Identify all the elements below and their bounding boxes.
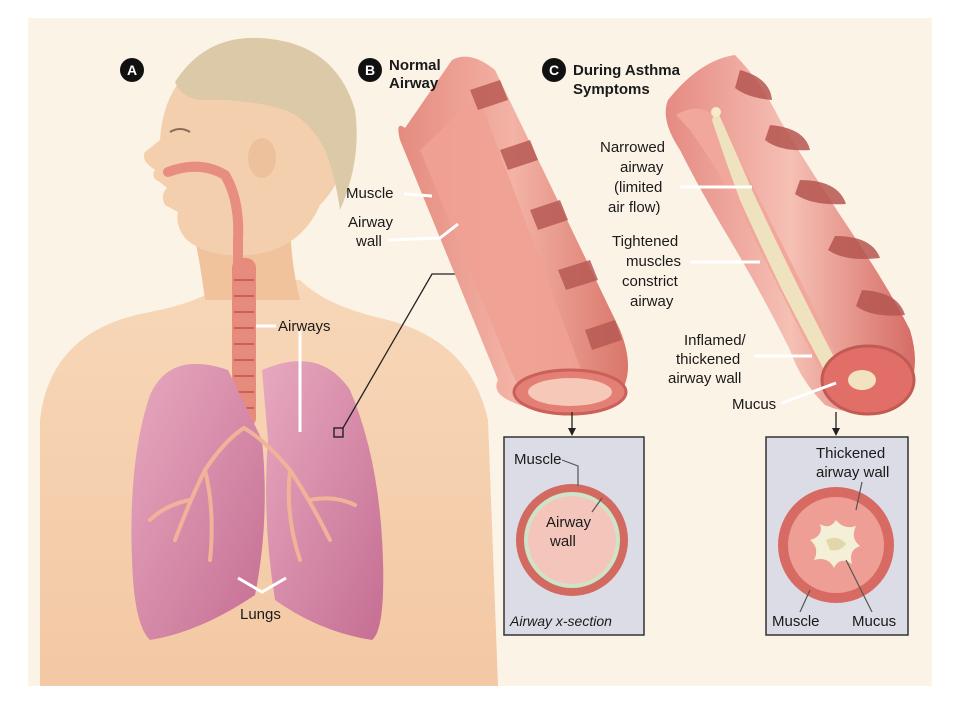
label-narrowed-1: Narrowed [600, 139, 665, 156]
zoom-pointer-line [342, 273, 462, 429]
badge-a-text: A [127, 62, 137, 78]
normal-airway [398, 56, 628, 416]
badge-a: A [120, 58, 144, 82]
asthma-airway [665, 55, 916, 416]
mucus-leader [781, 381, 837, 405]
label-tightened-2: muscles [626, 253, 681, 270]
label-narrowed-3: (limited [614, 179, 662, 196]
normal-down-arrow [568, 428, 576, 436]
xs-asthma-muscle: Muscle [772, 613, 820, 630]
label-inflamed-1: Inflamed/ [684, 332, 747, 349]
asthma-mucus-drop [711, 107, 721, 117]
asthma-mucus-streak [712, 108, 844, 390]
badge-c-text: C [549, 62, 559, 78]
label-airways: Airways [278, 318, 331, 335]
xs-asthma-muscle-leader [799, 589, 811, 613]
normal-xsection-inset [503, 436, 645, 636]
xs-normal-caption: Airway x-section [509, 613, 612, 629]
label-tightened-1: Tightened [612, 233, 678, 250]
label-lungs: Lungs [240, 606, 281, 623]
label-inflamed-3: airway wall [668, 370, 741, 387]
title-c-line1: During Asthma [573, 62, 681, 79]
label-inflamed-2: thickened [676, 351, 740, 368]
xs-normal-wall-1: Airway [546, 514, 592, 531]
human-figure [40, 37, 498, 686]
eye [169, 128, 191, 133]
asthma-down-arrow [832, 428, 840, 436]
xs-asthma-thick-leader [855, 481, 863, 511]
xs-asthma-mucus: Mucus [852, 613, 896, 630]
zoom-marker [333, 427, 344, 438]
asthma-xsection-mucus [826, 537, 846, 551]
normal-airway-end-lumen [528, 378, 612, 406]
xs-normal-muscle: Muscle [514, 451, 562, 468]
xs-normal-wall-leader [591, 497, 603, 513]
left-lung [131, 363, 265, 640]
right-lung [262, 361, 384, 640]
normal-airway-lumen [420, 95, 585, 388]
asthma-xsection-inset [765, 436, 909, 636]
xs-normal-wall-2: wall [549, 533, 576, 550]
ear [248, 138, 276, 178]
lungs-leader [237, 576, 287, 594]
xs-asthma-thick-2: airway wall [816, 464, 889, 481]
airway-wall-b-leader [387, 222, 459, 242]
muscle-b-leader [403, 192, 433, 198]
label-tightened-4: airway [630, 293, 674, 310]
title-b-line2: Airway [389, 75, 439, 92]
xs-asthma-thick-1: Thickened [816, 445, 885, 462]
label-tightened-3: constrict [622, 273, 679, 290]
badge-b-text: B [365, 62, 375, 78]
badge-c: C [542, 58, 566, 82]
label-airway-wall-b1: Airway [348, 214, 394, 231]
label-muscle-b: Muscle [346, 185, 394, 202]
badge-b: B [358, 58, 382, 82]
xs-asthma-mucus-leader [845, 559, 873, 613]
xs-normal-muscle-leader [561, 459, 579, 486]
title-b-line1: Normal [389, 57, 441, 74]
title-c-line2: Symptoms [573, 81, 650, 98]
label-airway-wall-b2: wall [355, 233, 382, 250]
asthma-airway-end-lumen [848, 370, 876, 390]
asthma-muscle-folds [735, 70, 905, 316]
label-mucus: Mucus [732, 396, 776, 413]
normal-muscle-bands [470, 80, 622, 350]
normal-xsection-lumen [528, 496, 616, 584]
nasal-airway [163, 161, 244, 267]
bronchi [148, 426, 357, 562]
label-narrowed-2: airway [620, 159, 664, 176]
airways-leader [256, 324, 302, 432]
label-narrowed-4: air flow) [608, 199, 661, 216]
hair [175, 37, 357, 210]
